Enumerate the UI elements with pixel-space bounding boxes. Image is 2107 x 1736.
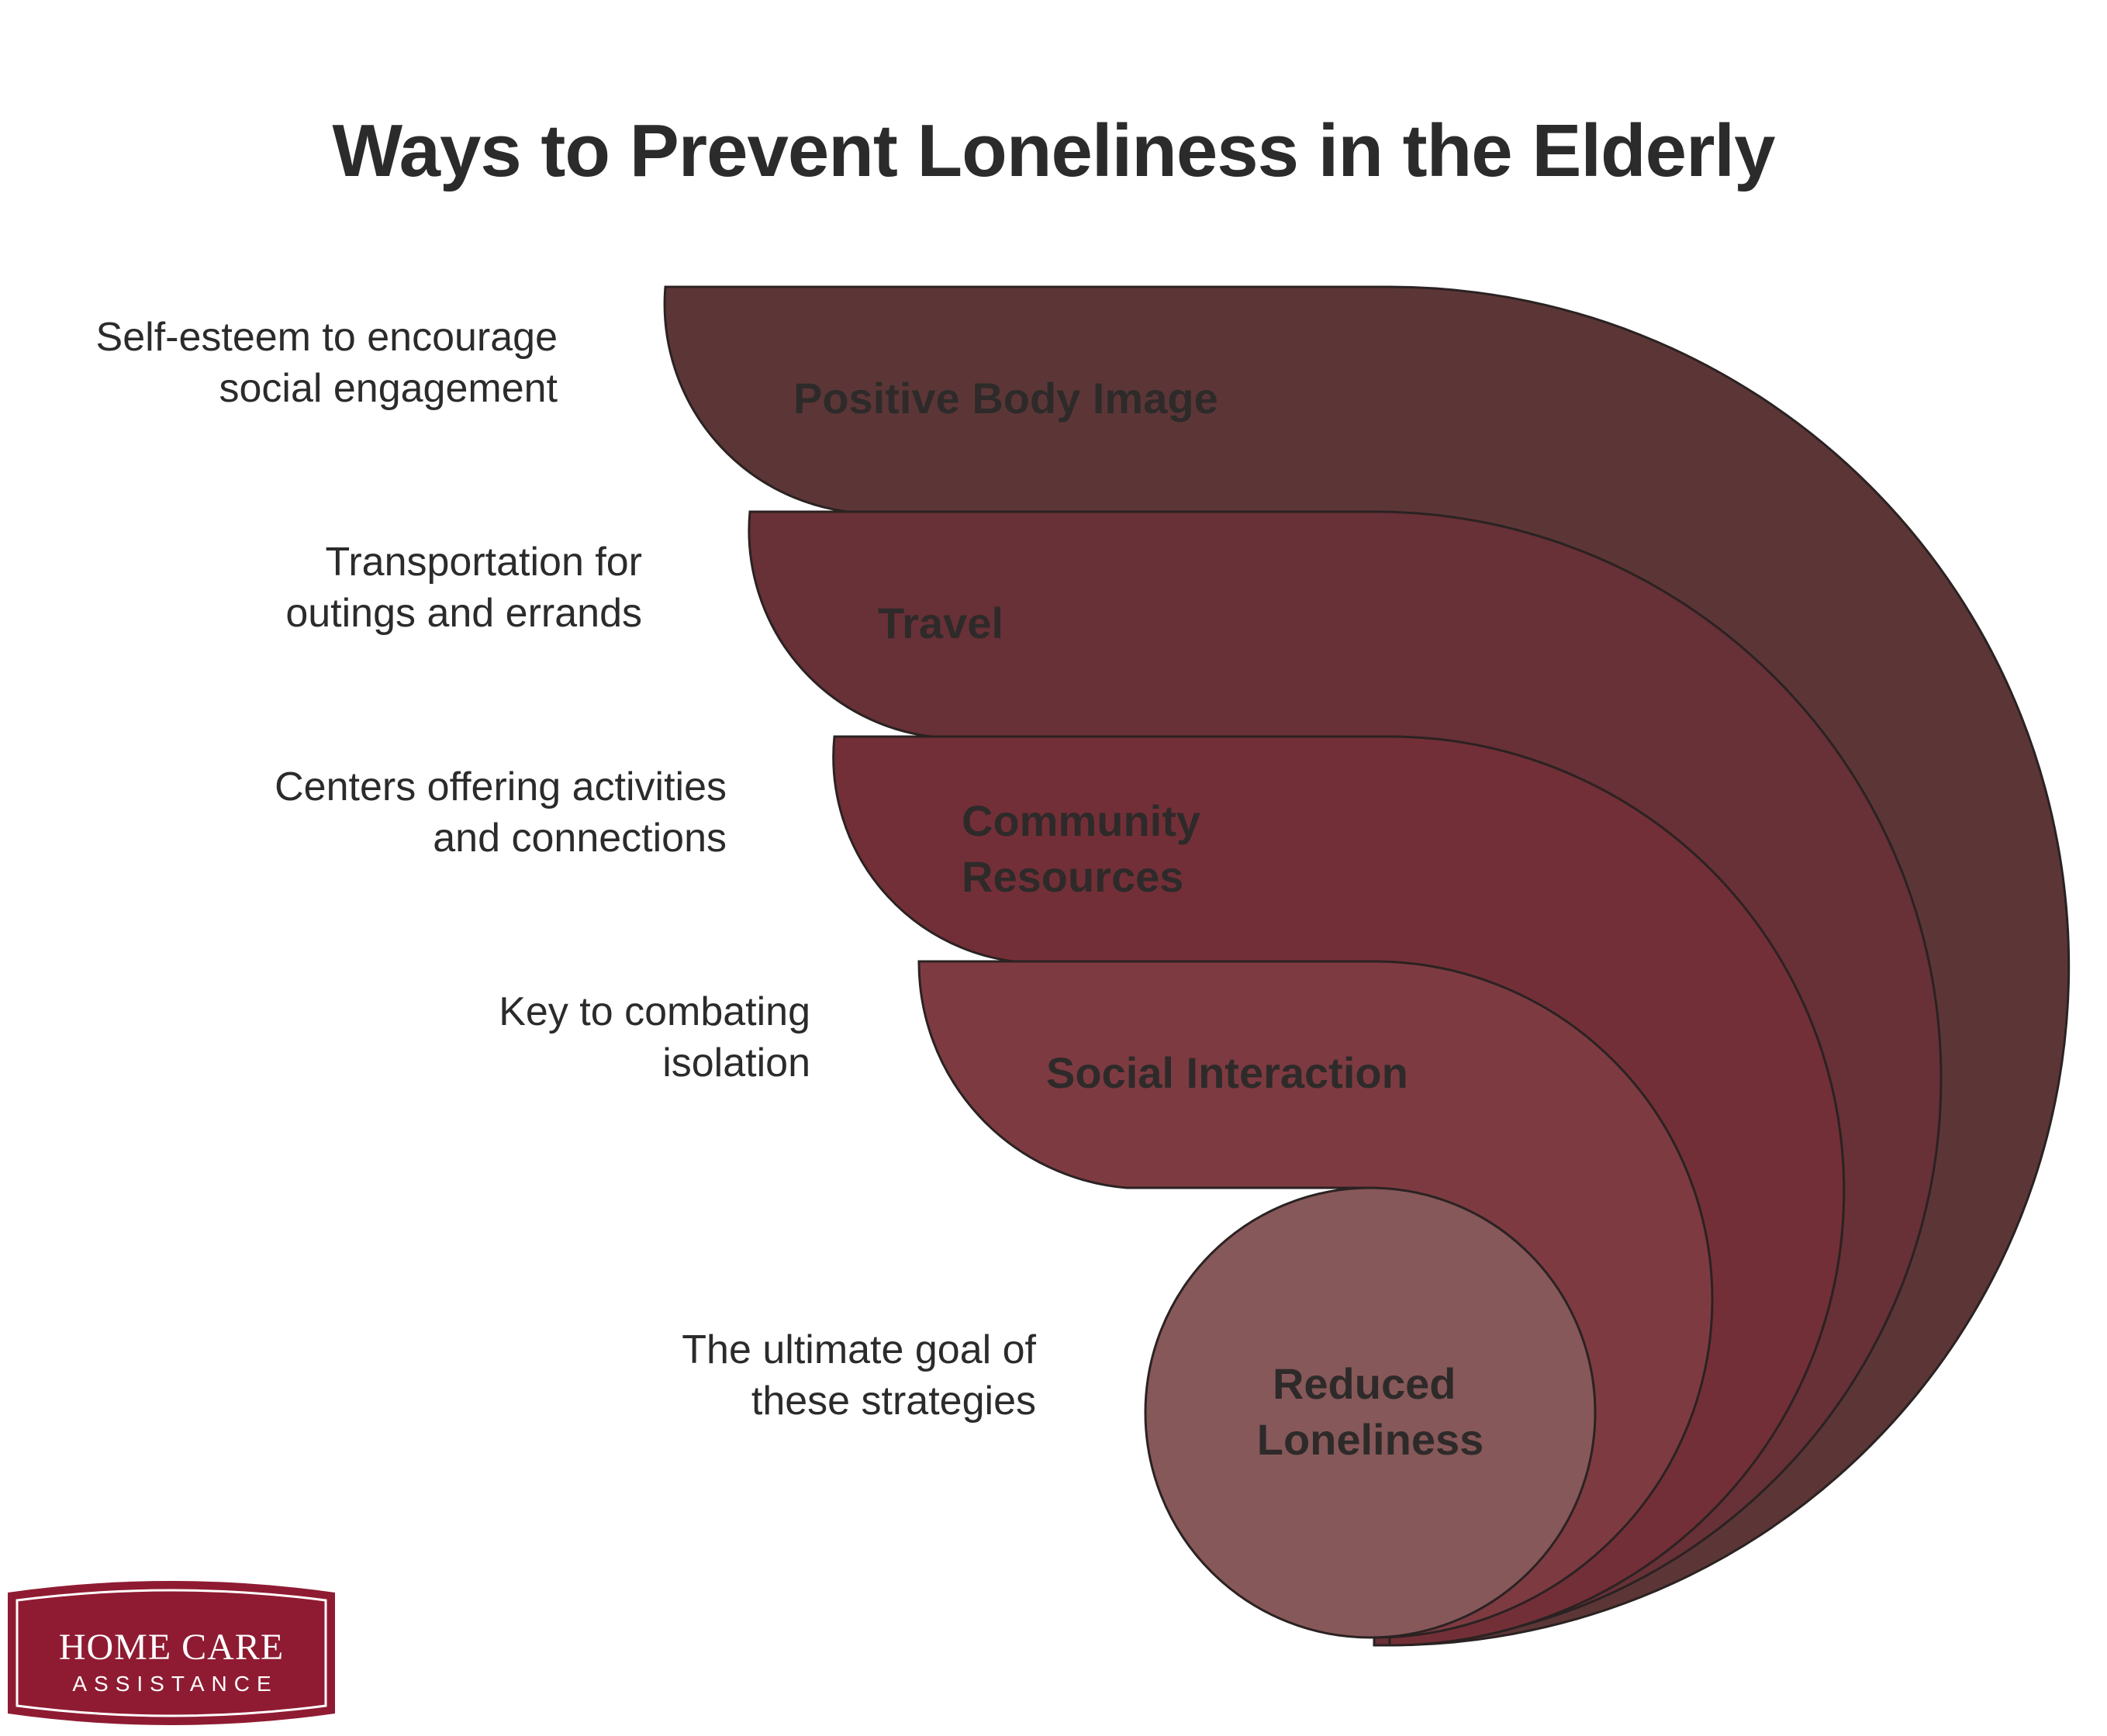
- logo-line-2: ASSISTANCE: [72, 1672, 278, 1696]
- description-line: The ultimate goal of: [682, 1327, 1036, 1372]
- description-line: Self-esteem to encourage: [95, 315, 558, 360]
- logo-badge: [8, 1581, 335, 1725]
- label-travel: Travel: [878, 599, 1003, 647]
- layer-reduced-loneliness: [1144, 1186, 1597, 1639]
- logo-line-1: HOME CARE: [59, 1627, 284, 1668]
- label-social-interaction: Social Interaction: [1046, 1048, 1408, 1097]
- label-reduced-loneliness: Reduced Loneliness: [1257, 1359, 1484, 1464]
- description-line: Key to combating: [499, 989, 810, 1034]
- description-community-resources: Centers offering activities and connecti…: [275, 761, 727, 864]
- description-line: these strategies: [751, 1379, 1036, 1424]
- home-care-assistance-logo: HOME CARE ASSISTANCE: [8, 1581, 335, 1725]
- description-reduced-loneliness: The ultimate goal of these strategies: [682, 1324, 1036, 1427]
- description-line: isolation: [662, 1041, 810, 1085]
- description-line: social engagement: [219, 366, 558, 411]
- label-line: Reduced: [1273, 1359, 1456, 1408]
- description-positive-body-image: Self-esteem to encourage social engageme…: [96, 312, 558, 414]
- label-community-resources: Community Resources: [962, 796, 1213, 901]
- label-line: Loneliness: [1257, 1415, 1484, 1464]
- label-line: Resources: [962, 852, 1183, 901]
- description-line: and connections: [433, 816, 727, 861]
- description-social-interaction: Key to combating isolation: [499, 986, 810, 1089]
- label-line: Community: [962, 796, 1200, 845]
- description-line: Centers offering activities: [275, 764, 727, 809]
- label-positive-body-image: Positive Body Image: [793, 374, 1218, 423]
- description-line: Transportation for: [325, 540, 642, 585]
- description-travel: Transportation for outings and errands: [285, 537, 642, 639]
- description-line: outings and errands: [285, 591, 642, 636]
- page-title: Ways to Prevent Loneliness in the Elderl…: [332, 109, 1776, 192]
- logo-inner-border: [16, 1589, 327, 1717]
